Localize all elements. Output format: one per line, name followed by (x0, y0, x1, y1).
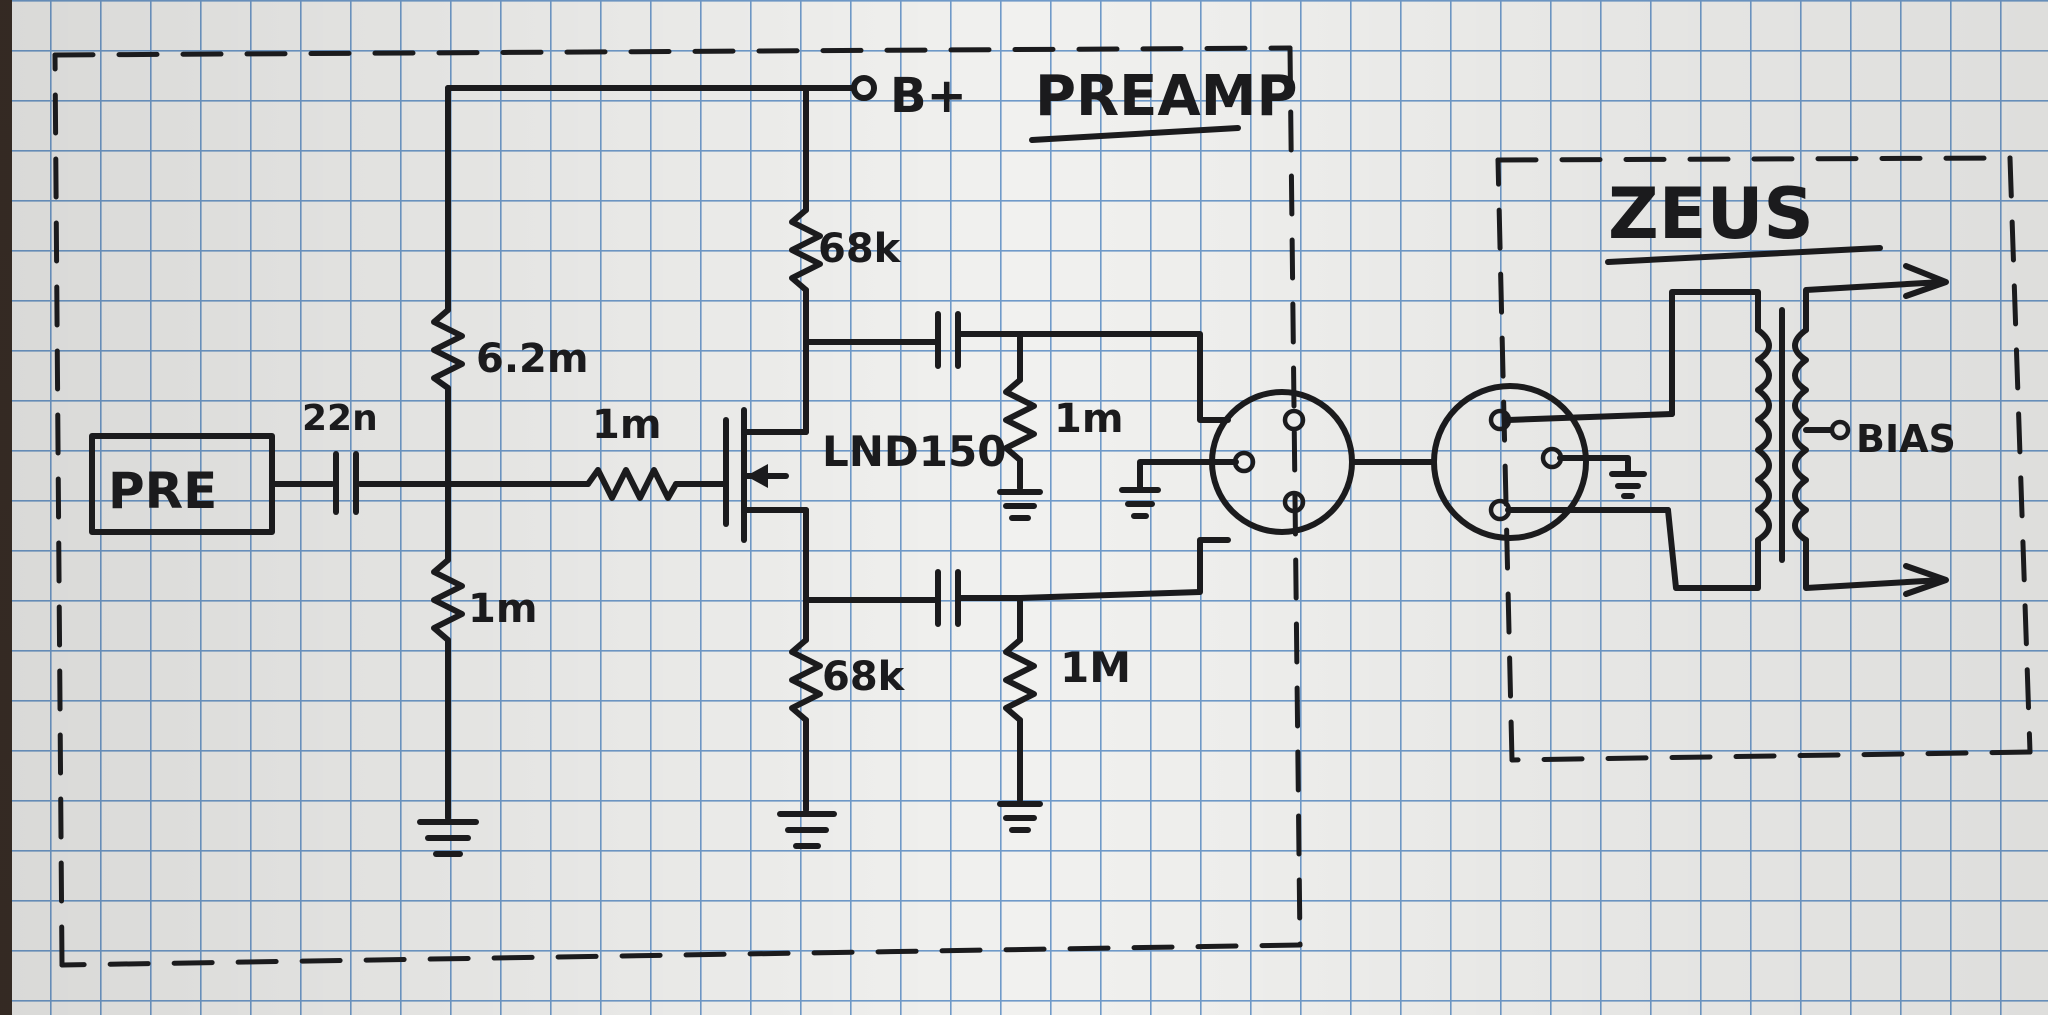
drain-branch: 68k (789, 85, 1231, 435)
output-top-resistor-label: 1m (1054, 396, 1124, 442)
output-bottom-resistor-label: 1M (1060, 643, 1131, 692)
source-branch: 68k (789, 507, 1231, 813)
drain-resistor-label: 68k (818, 226, 902, 272)
pre-label: PRE (108, 462, 217, 520)
drain-coupling-cap (935, 311, 961, 369)
input-capacitor-label: 22n (302, 398, 378, 439)
bias-top-label: 6.2m (476, 336, 589, 382)
bias-label: BIAS (1856, 417, 1956, 461)
secondary-winding (1792, 327, 1809, 543)
ground-symbol (777, 811, 837, 849)
source-resistor-label: 68k (822, 654, 906, 700)
preamp-underline (1029, 125, 1241, 143)
input-capacitor: 22n (269, 398, 451, 515)
output-transformer: BIAS (1665, 263, 1956, 597)
bias-top-resistor (431, 307, 465, 391)
zeus-title: ZEUS (1608, 173, 1814, 255)
bias-divider: 6.2m 1m (431, 85, 589, 821)
zeus-connector (1431, 383, 1675, 541)
mosfet-label: LND150 (822, 427, 1006, 476)
ground-symbol (417, 819, 479, 857)
bias-bottom-label: 1m (468, 586, 538, 632)
bplus-label: B+ (890, 68, 967, 124)
bplus-rail: B+ (445, 68, 967, 124)
bias-bottom-resistor (431, 557, 465, 643)
output-bottom-resistor: 1M (997, 595, 1131, 833)
gate-resistor-label: 1m (592, 402, 662, 448)
primary-winding (1755, 327, 1772, 543)
preamp-boundary (52, 45, 1303, 968)
zeus-boundary (1495, 155, 2033, 763)
preamp-title: PREAMP (1035, 64, 1298, 129)
source-resistor (789, 637, 823, 723)
zeus-underline (1605, 245, 1883, 265)
gate-resistor: 1m (445, 402, 729, 501)
output-top-resistor: 1m (997, 331, 1124, 521)
drain-resistor (789, 207, 823, 293)
preamp-connector (1119, 389, 1437, 535)
mosfet: LND150 (723, 407, 1006, 543)
